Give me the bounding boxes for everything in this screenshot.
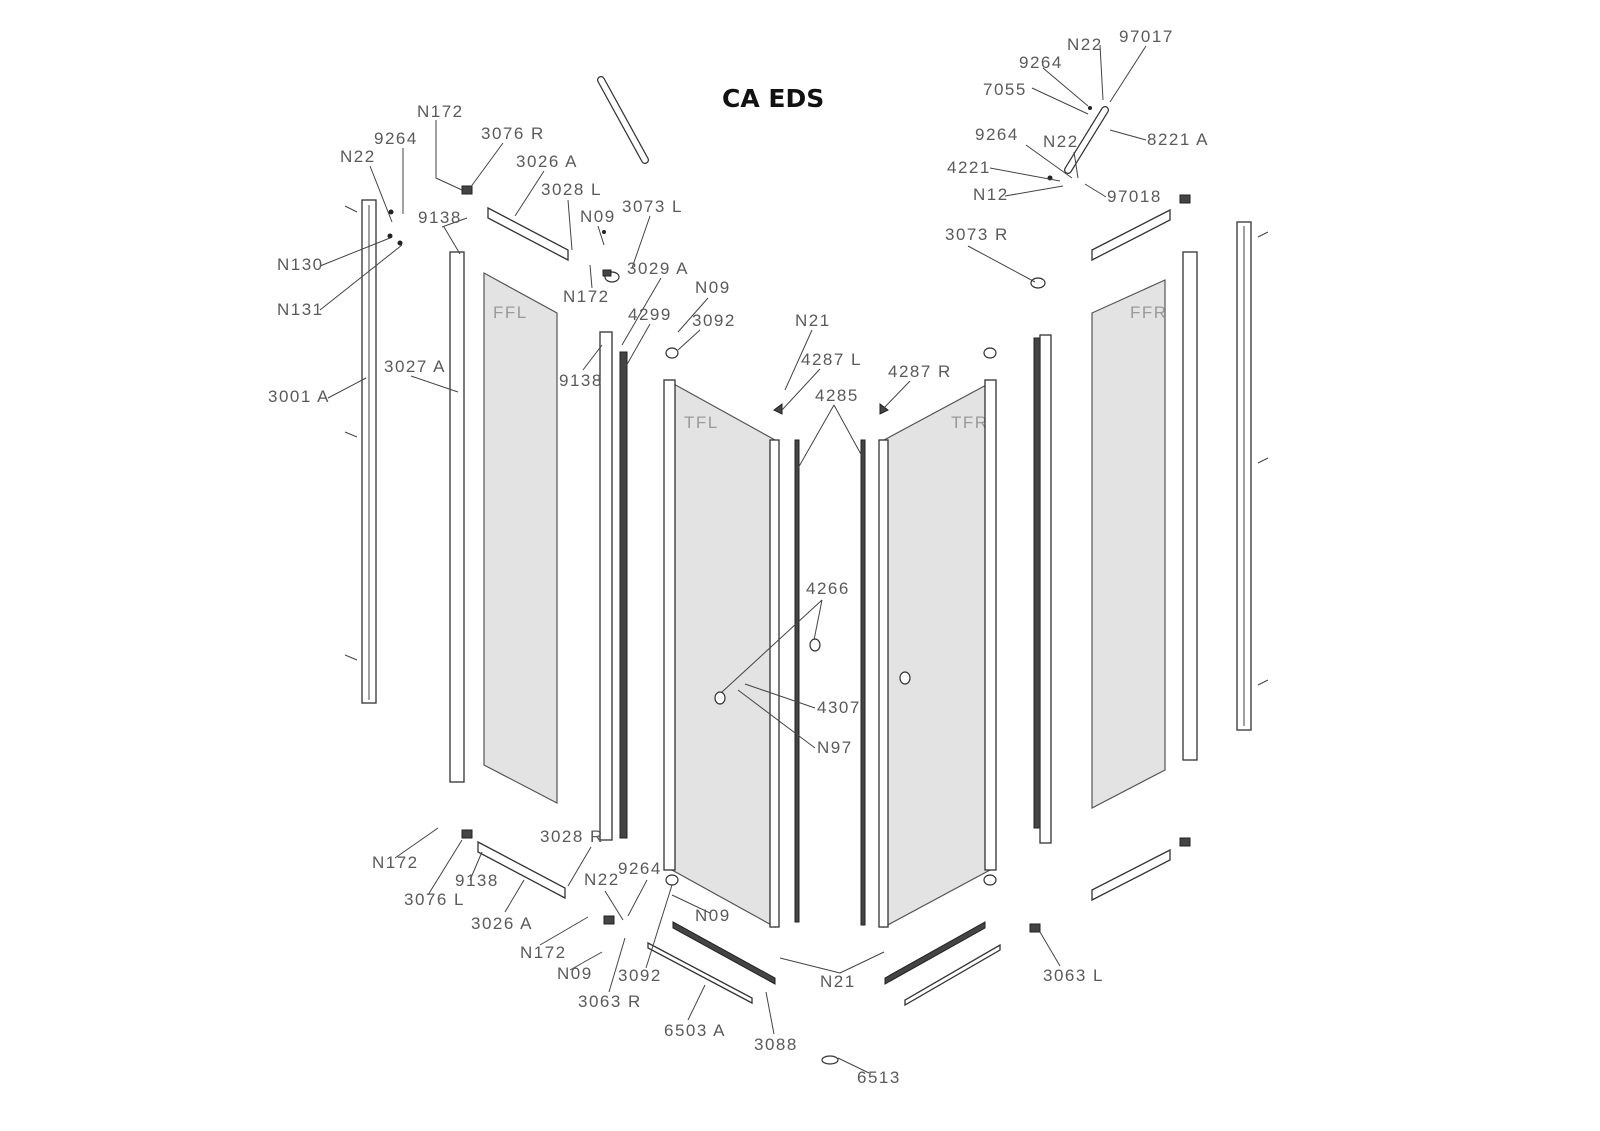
part-label: 4266: [806, 579, 850, 598]
glass-panels: FFL TFL TFR FFR: [483, 271, 1168, 929]
part-label: N21: [795, 311, 831, 330]
door-frame-right-outer: [984, 379, 997, 871]
profile-3027a: [449, 251, 465, 783]
part-label: 3076 L: [404, 890, 465, 909]
threshold-right-2: [904, 943, 1001, 1007]
fixed-glass-left: [483, 271, 558, 804]
part-label: N172: [520, 943, 567, 962]
part-label: 97017: [1119, 27, 1174, 46]
glass-label-ffr: FFR: [1130, 303, 1168, 322]
part-label: 4287 L: [801, 350, 862, 369]
part-label: 3026 A: [516, 152, 578, 171]
profile-3029a: [599, 331, 613, 841]
part-label: 9138: [418, 208, 462, 227]
part-label: 97018: [1107, 187, 1162, 206]
seal-right: [1033, 337, 1041, 829]
part-label: 4285: [815, 386, 859, 405]
part-label: N22: [340, 147, 376, 166]
glass-label-tfr: TFR: [951, 413, 989, 432]
part-label: 8221 A: [1147, 130, 1209, 149]
part-label: N172: [417, 102, 464, 121]
part-label: 9264: [374, 129, 418, 148]
top-rail-left: [487, 206, 569, 262]
part-label: 9264: [975, 125, 1019, 144]
part-label: 3073 R: [945, 225, 1009, 244]
seal-4299: [619, 351, 628, 839]
part-label: N12: [973, 185, 1009, 204]
profile-right-mid: [1182, 251, 1198, 761]
door-glass-right: [883, 381, 991, 929]
part-label: N172: [372, 853, 419, 872]
part-label: 9138: [559, 371, 603, 390]
leader-lines: [319, 44, 1147, 1074]
part-label: 6503 A: [664, 1021, 726, 1040]
part-label: 4287 R: [888, 362, 952, 381]
part-label: 9264: [618, 859, 662, 878]
part-label: N97: [817, 738, 853, 757]
part-label: N130: [277, 255, 324, 274]
part-label: N22: [1043, 132, 1079, 151]
part-label: 3073 L: [622, 197, 683, 216]
part-label: 4299: [628, 305, 672, 324]
part-label: N131: [277, 300, 324, 319]
part-label: N22: [584, 870, 620, 889]
door-frame-right-inner: [878, 439, 889, 928]
part-labels: N172 3076 R 3026 A 9264 N22 3028 L 9138 …: [268, 27, 1209, 1087]
part-label: N172: [563, 287, 610, 306]
part-label: 3028 R: [540, 827, 604, 846]
door-frame-left-outer: [663, 379, 676, 871]
part-label: N09: [695, 906, 731, 925]
door-frame-left-inner: [769, 439, 780, 928]
part-label: 3001 A: [268, 387, 330, 406]
part-label: N22: [1067, 35, 1103, 54]
part-label: 3092: [618, 966, 662, 985]
bottom-rail-right: [1091, 848, 1171, 902]
vertical-profiles: [361, 199, 1252, 928]
bottom-rail-left: [477, 840, 566, 900]
fixed-glass-right: [1091, 279, 1166, 809]
part-label: 4307: [817, 698, 861, 717]
part-label: 3026 A: [471, 914, 533, 933]
part-label: 3028 L: [541, 180, 602, 199]
part-label: 7055: [983, 80, 1027, 99]
part-label: 3027 A: [384, 357, 446, 376]
magnet-seal-left: [794, 439, 800, 923]
part-label: 3029 A: [627, 259, 689, 278]
part-label: 9138: [455, 871, 499, 890]
part-label: 3063 R: [578, 992, 642, 1011]
part-label: 4221: [947, 158, 991, 177]
part-label: 9264: [1019, 53, 1063, 72]
part-label: 3076 R: [481, 124, 545, 143]
rails: [477, 76, 1171, 1007]
part-label: N09: [695, 278, 731, 297]
diagram-title: CA EDS: [722, 84, 824, 113]
glass-label-tfl: TFL: [684, 413, 719, 432]
part-label: N09: [580, 207, 616, 226]
part-label: 3092: [692, 311, 736, 330]
magnet-seal-right: [860, 439, 866, 926]
glass-label-ffl: FFL: [493, 303, 528, 322]
part-label: 3088: [754, 1035, 798, 1054]
profile-right-inner: [1039, 334, 1052, 844]
part-label: 3063 L: [1043, 966, 1104, 985]
part-label: N09: [557, 964, 593, 983]
door-glass-left: [671, 381, 776, 929]
part-label: N21: [820, 972, 856, 991]
threshold-6503a: [647, 941, 753, 1005]
part-label: 6513: [857, 1068, 901, 1087]
top-rail-right: [1091, 208, 1171, 262]
threshold-right: [884, 921, 986, 985]
threshold-3088: [672, 921, 776, 985]
